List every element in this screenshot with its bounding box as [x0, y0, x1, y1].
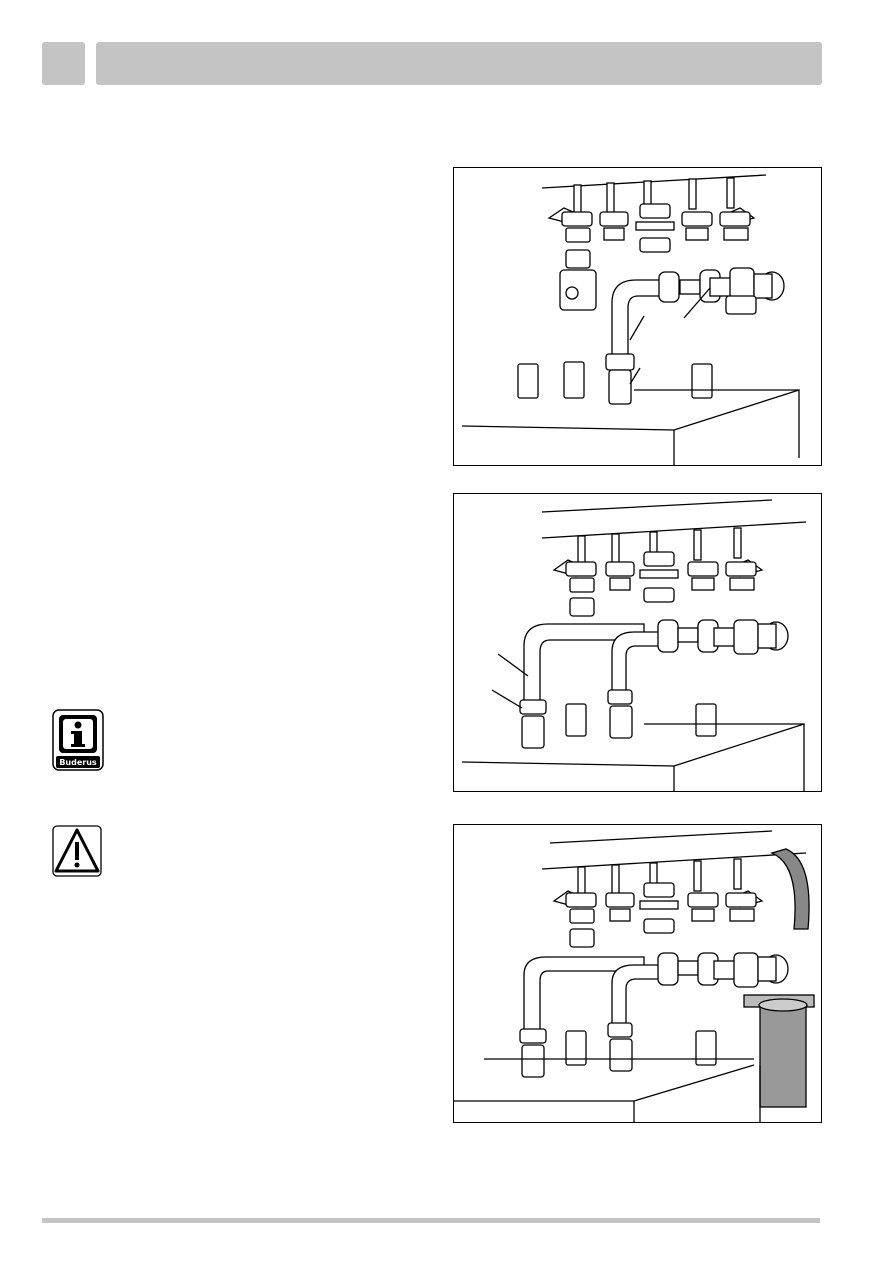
header-bar: [96, 42, 822, 85]
info-icon: Buderus: [52, 709, 104, 771]
figure-pipe-connection-1: [453, 167, 822, 466]
pipe-illustration-2: [461, 499, 807, 791]
header-section-marker: [42, 42, 85, 85]
pipe-illustration-1: [461, 174, 800, 465]
warning-triangle-icon: [52, 825, 102, 877]
pipe-illustration-3: [454, 830, 815, 1122]
figure-pipe-connection-2: [453, 493, 822, 792]
figure-pipe-connection-3: [453, 824, 822, 1123]
footer-rule: [42, 1218, 820, 1223]
buderus-logo-text: Buderus: [59, 758, 97, 767]
